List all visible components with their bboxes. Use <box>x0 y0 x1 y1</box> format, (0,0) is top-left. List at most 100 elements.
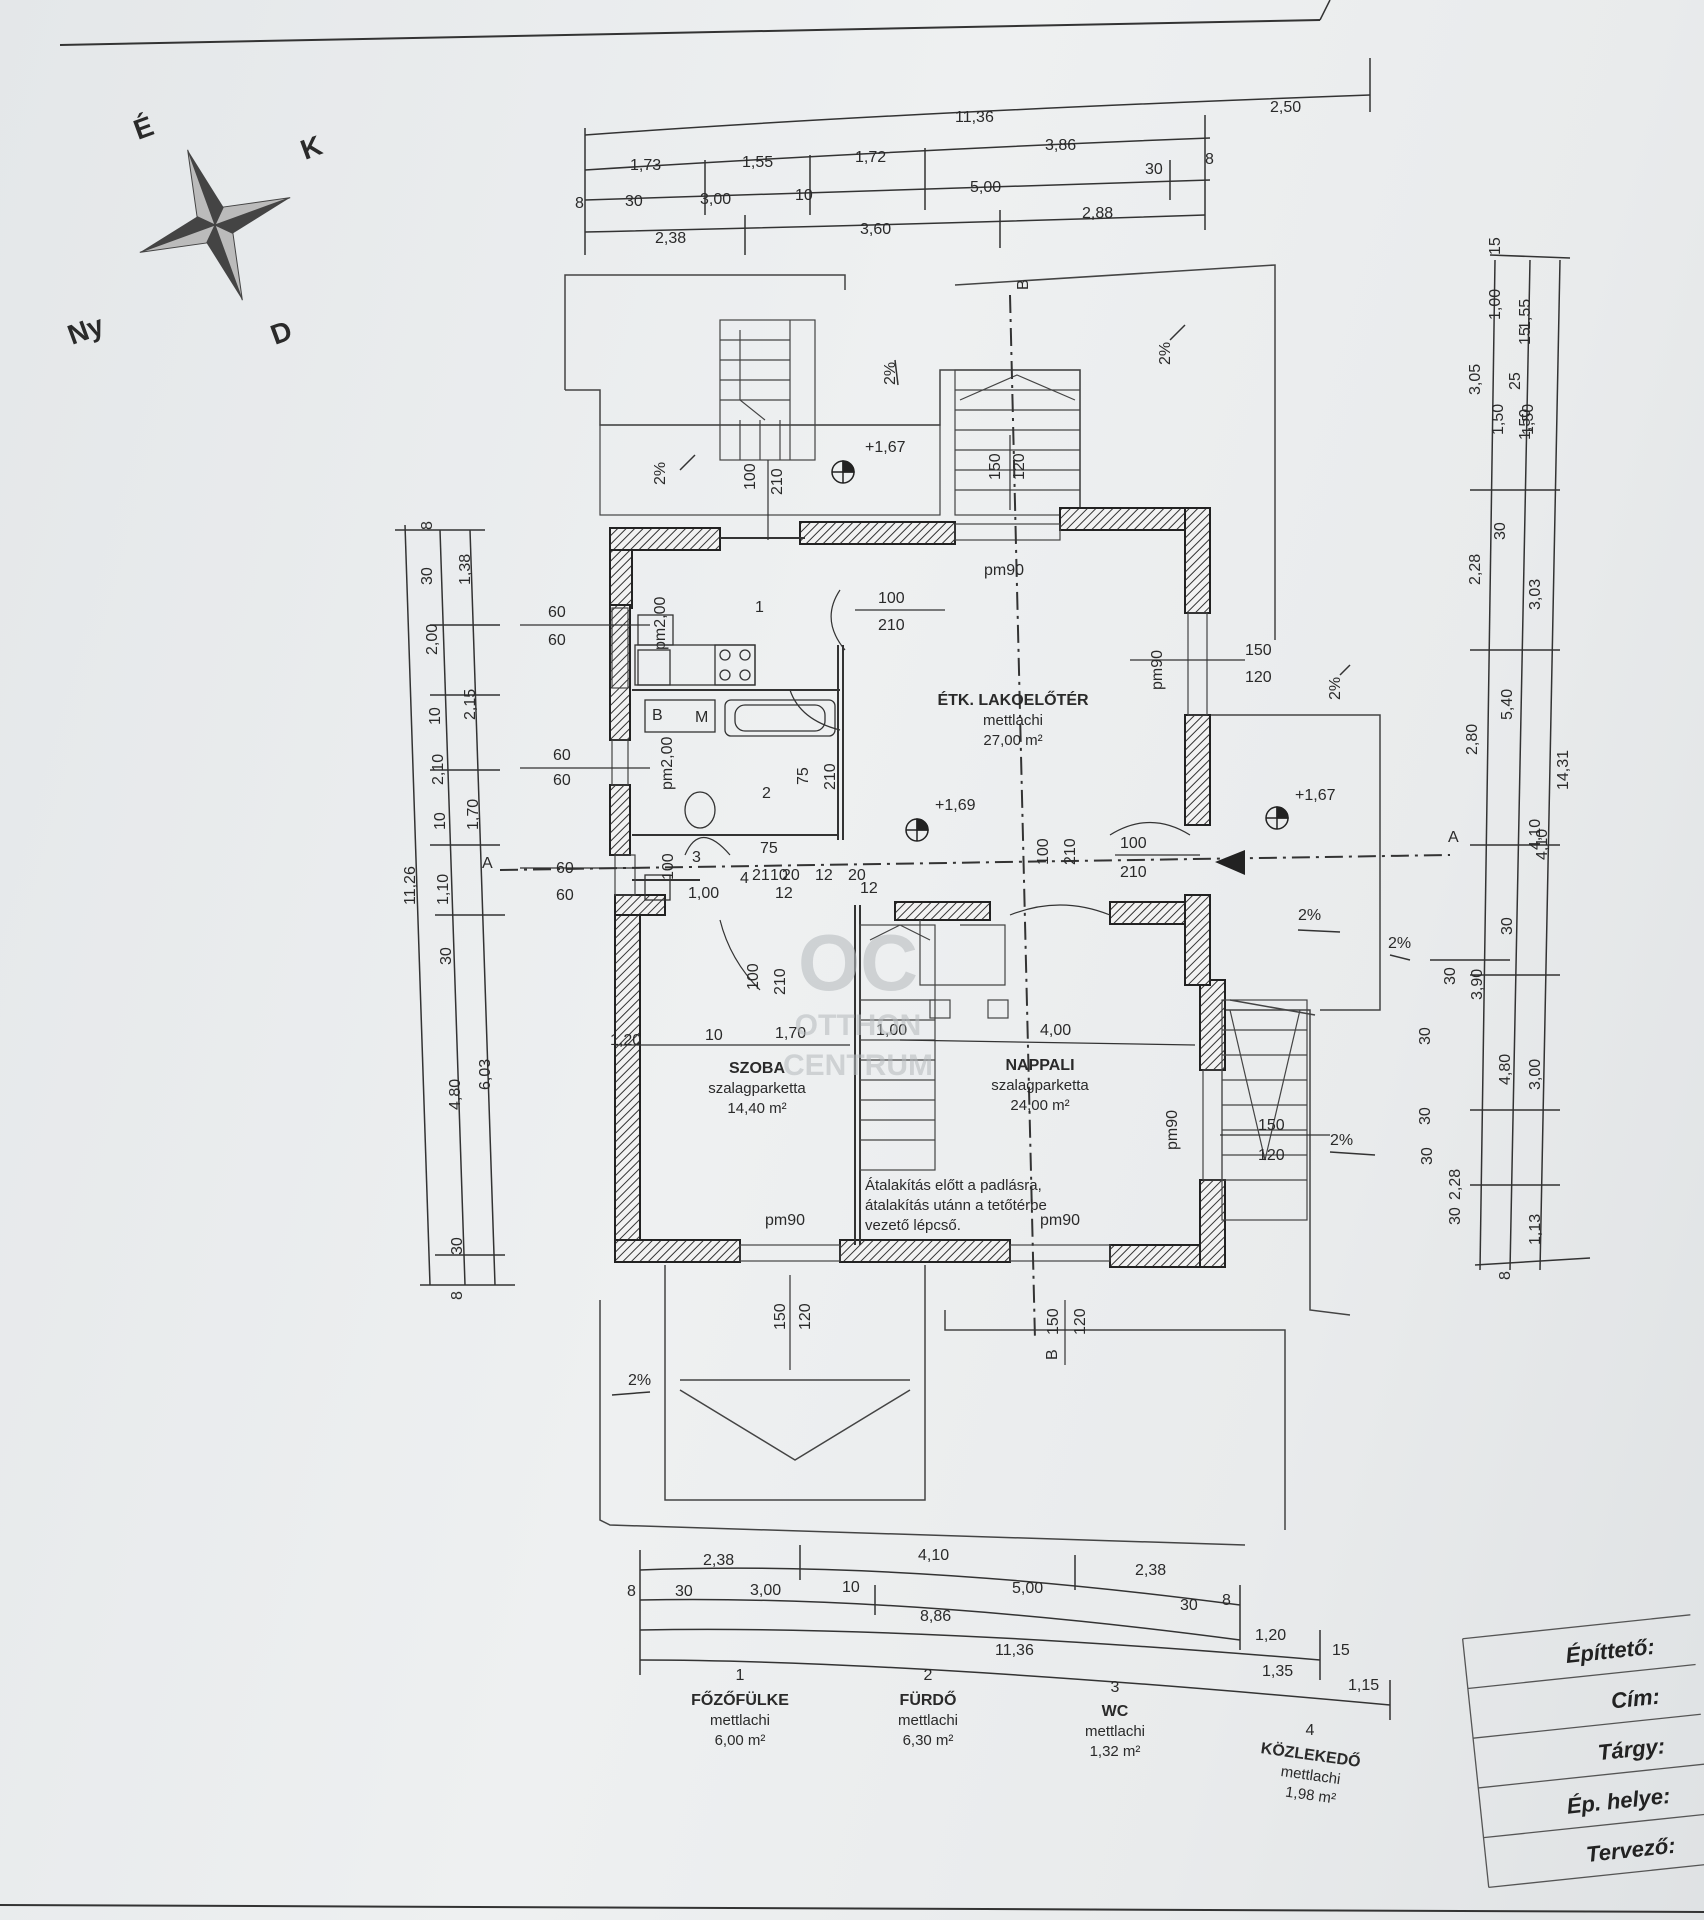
title-tervezo: Tervező: <box>1585 1833 1677 1867</box>
slope-4: 2% <box>1327 677 1344 700</box>
room-2-number: 2 <box>762 785 771 802</box>
room-nappali-name: NAPPALI <box>1005 1057 1074 1074</box>
top-dimension-lines <box>584 58 1371 255</box>
dim-bot-8-86: 8,86 <box>920 1608 951 1625</box>
slope-6: 2% <box>1388 935 1411 952</box>
dim-right-5-40: 5,40 <box>1499 689 1516 720</box>
kitchen-fixtures <box>634 614 756 686</box>
pm90-nappali: pm90 <box>1164 1110 1181 1150</box>
window-120-c: 120 <box>797 1303 814 1330</box>
dim-top-1-55: 1,55 <box>742 154 773 171</box>
sz-1-00: 1,00 <box>876 1022 907 1039</box>
dim-bot-4-10: 4,10 <box>918 1547 949 1564</box>
slope-3: 2% <box>1157 342 1174 365</box>
windows <box>611 523 1223 1262</box>
dim-top-2-38: 2,38 <box>655 230 686 247</box>
window-120-b: 120 <box>1258 1147 1285 1164</box>
legend-3-num: 3 <box>1111 1679 1120 1696</box>
slope-5: 2% <box>1298 907 1321 924</box>
opening-leader-lines <box>520 435 1330 1370</box>
title-ep-helye: Ép. helye: <box>1565 1783 1671 1819</box>
room-lakoeloter-area: 27,00 m² <box>983 732 1042 749</box>
dim-left-2-15: 2,15 <box>462 689 479 720</box>
site-outline <box>564 264 1381 1546</box>
dim-left-30b: 30 <box>438 947 455 965</box>
dim-right-15b: 15 <box>1517 327 1534 345</box>
right-dimension-lines <box>1430 254 1591 1271</box>
legend-4-area: 1,98 m² <box>1284 1784 1337 1808</box>
pm90-top: pm90 <box>984 562 1024 579</box>
watermark-logo: OC <box>798 918 918 1007</box>
dim-top-8b: 8 <box>575 195 584 212</box>
interior-walls <box>632 537 861 1245</box>
dim-right-1-50b: 1,50 <box>1520 404 1537 435</box>
dim-right-4-10: 4,10 <box>1527 819 1544 850</box>
window-60-d: 60 <box>553 772 571 789</box>
title-epitteto: Építtető: <box>1564 1634 1655 1668</box>
dim-right-1-55: 1,55 <box>1517 299 1534 330</box>
dim-left-30c: 30 <box>449 1237 466 1255</box>
stair-note-3: vezető lépcső. <box>865 1217 961 1234</box>
dim-right-8: 8 <box>1497 1271 1514 1280</box>
dim-left-8: 8 <box>449 1291 466 1300</box>
wc-12b: 12 <box>775 885 793 902</box>
legend-4-num: 4 <box>1306 1722 1315 1739</box>
pm200-a: pm2,00 <box>652 597 669 650</box>
dim-right-30b: 30 <box>1499 917 1516 935</box>
sz-4-00: 4,00 <box>1040 1022 1071 1039</box>
bath-fixtures <box>644 699 836 901</box>
legend-3-name: WC <box>1102 1703 1129 1720</box>
dim-right-30f: 30 <box>1419 1147 1436 1165</box>
dim-bot-8: 8 <box>627 1583 636 1600</box>
title-cim: Cím: <box>1610 1684 1661 1714</box>
sz-10: 10 <box>705 1027 723 1044</box>
stair-right <box>1221 999 1308 1221</box>
dim-bot-10: 10 <box>842 1579 860 1596</box>
window-60-f: 60 <box>556 887 574 904</box>
dim-left-8-top: 8 <box>419 521 436 530</box>
window-60-b: 60 <box>548 632 566 649</box>
room-szoba-name: SZOBA <box>729 1060 785 1077</box>
legend-2-area: 6,30 m² <box>903 1732 954 1749</box>
door-210-b: 210 <box>1120 864 1147 881</box>
slope-arrows <box>611 324 1411 1396</box>
pm90-szoba: pm90 <box>765 1212 805 1229</box>
dim-bot-11-36: 11,36 <box>995 1642 1034 1659</box>
dim-right-30c: 30 <box>1442 967 1459 985</box>
section-a-left: A <box>482 855 493 872</box>
window-120: 120 <box>1245 669 1272 686</box>
legend-3-area: 1,32 m² <box>1090 1743 1141 1760</box>
dim-left-1-38: 1,38 <box>457 554 474 585</box>
dim-right-1-50: 1,50 <box>1490 404 1507 435</box>
dim-right-15: 15 <box>1487 237 1504 255</box>
door-210: 210 <box>878 617 905 634</box>
sheet-border-top <box>59 19 1321 46</box>
legend-2-num: 2 <box>924 1667 933 1684</box>
door-210-d: 210 <box>822 763 839 790</box>
watermark-line1: OTTHON <box>795 1009 922 1042</box>
dim-right-1-00: 1,00 <box>1487 289 1504 320</box>
dim-right-30e: 30 <box>1417 1107 1434 1125</box>
left-dimension-lines <box>395 524 515 1286</box>
dim-right-30: 30 <box>1492 522 1509 540</box>
dim-bot-2-38: 2,38 <box>703 1552 734 1569</box>
terrace-top <box>599 424 941 516</box>
bath-m-label: M <box>695 709 708 726</box>
dim-top-2-50: 2,50 <box>1270 99 1301 116</box>
dim-right-1-13: 1,13 <box>1527 1214 1544 1245</box>
door-100-b: 100 <box>1120 835 1147 852</box>
dim-right-2-80: 2,80 <box>1464 724 1481 755</box>
dim-top-10: 10 <box>795 187 813 204</box>
room-3-number: 3 <box>692 849 701 866</box>
wc-75: 75 <box>760 840 778 857</box>
compass-rose <box>139 149 291 301</box>
wc-4: 4 <box>740 870 749 887</box>
sz-1-20: 1,20 <box>610 1032 641 1049</box>
wc-12c: 12 <box>860 880 878 897</box>
dim-left-1-70: 1,70 <box>465 799 482 830</box>
dim-bot-1-20: 1,20 <box>1255 1627 1286 1644</box>
dim-right-2-28b: 2,28 <box>1447 1169 1464 1200</box>
stair-center <box>859 920 1009 1171</box>
compass-south: D <box>266 315 296 351</box>
section-arrow <box>1215 850 1245 875</box>
